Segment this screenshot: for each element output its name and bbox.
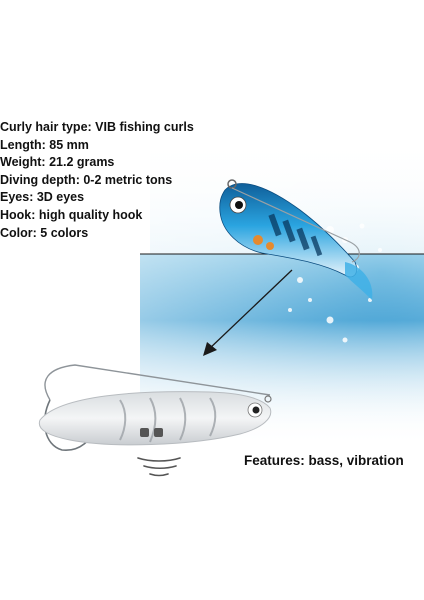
blue-lure xyxy=(219,179,373,300)
spec-eyes: Eyes: 3D eyes xyxy=(0,190,85,205)
pointer-arrow xyxy=(203,269,293,356)
weed-guard-icon xyxy=(44,364,271,401)
clear-lure xyxy=(38,364,272,477)
features-caption: Features: bass, vibration xyxy=(244,453,404,468)
spec-weight: Weight: 21.2 grams xyxy=(0,155,115,170)
spec-length: Length: 85 mm xyxy=(0,137,89,152)
spec-type: Curly hair type: VIB fishing curls xyxy=(0,120,194,134)
spec-hook: Hook: high quality hook xyxy=(0,207,143,222)
spec-list: Curly hair type: VIB fishing curls Lengt… xyxy=(0,119,194,242)
spec-color: Color: 5 colors xyxy=(0,225,89,240)
rattle-icon xyxy=(140,428,149,437)
vibration-icon xyxy=(137,457,181,477)
spec-depth: Diving depth: 0-2 metric tons xyxy=(0,172,173,187)
